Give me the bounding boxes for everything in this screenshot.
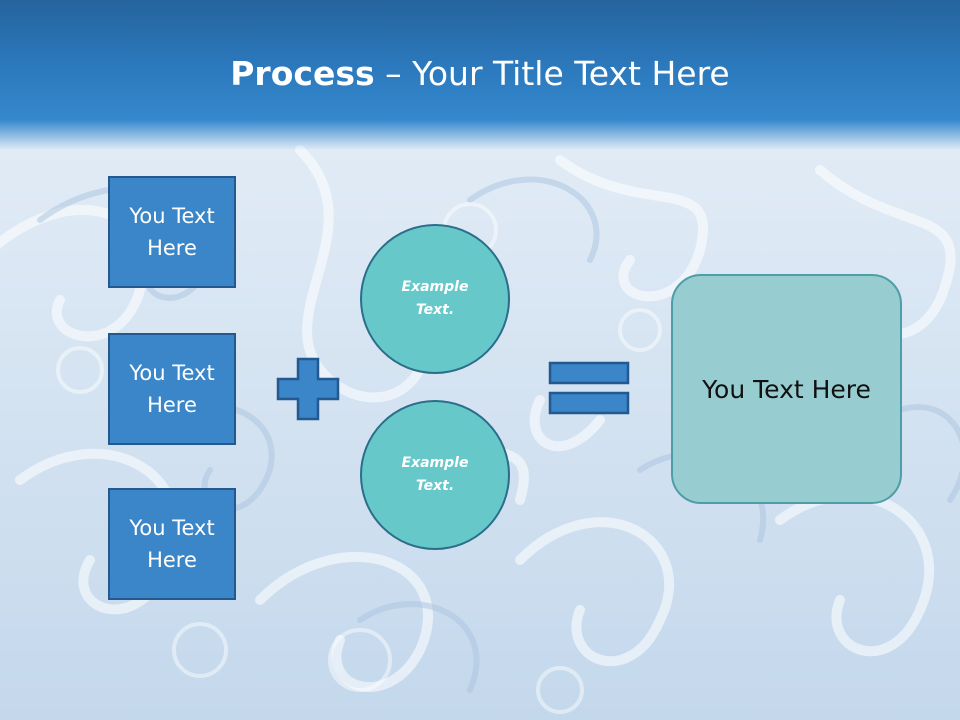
slide-title: Process – Your Title Text Here (0, 52, 960, 96)
result-box: You Text Here (671, 274, 902, 504)
input-box-label: You Text Here (129, 361, 215, 417)
circle-label: Example Text. (401, 455, 469, 494)
equals-icon (548, 361, 630, 415)
title-bar (0, 0, 960, 150)
input-box-3: You Text Here (108, 488, 236, 600)
input-box-2: You Text Here (108, 333, 236, 445)
plus-icon (276, 357, 340, 421)
input-box-label: You Text Here (129, 204, 215, 260)
example-circle-2: Example Text. (360, 400, 510, 550)
circle-label: Example Text. (401, 279, 469, 318)
input-box-1: You Text Here (108, 176, 236, 288)
result-label: You Text Here (702, 374, 871, 404)
input-box-label: You Text Here (129, 516, 215, 572)
example-circle-1: Example Text. (360, 224, 510, 374)
title-strong: Process (230, 54, 375, 93)
title-rest: – Your Title Text Here (374, 54, 730, 93)
